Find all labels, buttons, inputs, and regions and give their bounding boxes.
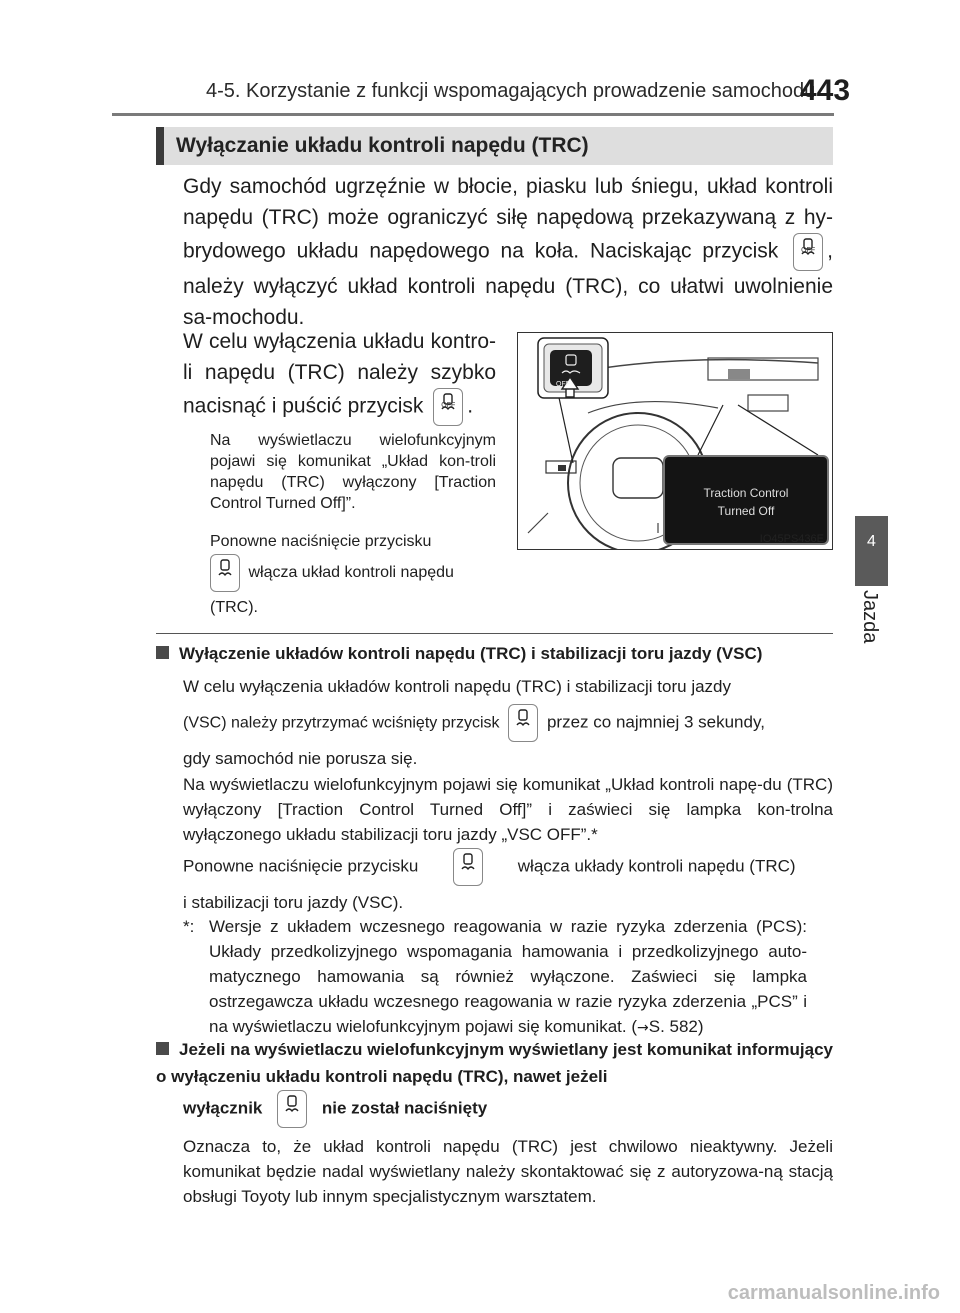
multi-info-display: Traction Control Turned Off [663, 455, 829, 545]
off-label: OFF [441, 402, 456, 409]
vsc-line-3: Ponowne naciśnięcie przycisku włącza ukł… [183, 848, 833, 886]
msg-heading-text: Jeżeli na wyświetlaczu wielofunkcyjnym w… [156, 1040, 833, 1086]
intro-text-3: należy wyłączyć układ kontroli napędu (T… [183, 275, 833, 329]
figure-code: IO45PS436E [759, 533, 824, 545]
footnote-text: Wersje z układem wczesnego reagowania w … [209, 917, 807, 1036]
intro-paragraph: Gdy samochód ugrzęźnie w błocie, piasku … [183, 171, 833, 333]
trc-off-button-icon [277, 1090, 308, 1128]
msg-heading: Jeżeli na wyświetlaczu wielofunkcyjnym w… [156, 1036, 833, 1090]
display-message-paragraph: Na wyświetlaczu wielofunkcyjnym pojawi s… [210, 432, 496, 512]
vsc-text-5: Ponowne naciśnięcie przycisku [183, 856, 419, 876]
section-divider [156, 633, 833, 634]
dashboard-illustration [527, 337, 819, 549]
instruction-paragraph: W celu wyłączenia układu kontro-li napęd… [183, 326, 496, 426]
vsc-text-4: gdy samochód nie porusza się. [183, 749, 418, 768]
dashboard-figure: OFF Traction Control Turned Off IO45PS43… [517, 332, 833, 550]
page-number: 443 [800, 74, 851, 107]
bullet-square-icon [156, 1042, 169, 1055]
vsc-heading: Wyłączenie układów kontroli napędu (TRC)… [156, 640, 833, 667]
intro-text-2: brydowego układu napędowego na koła. Nac… [183, 239, 779, 263]
re-press-text-3: (TRC). [210, 599, 258, 616]
vsc-text-2: (VSC) należy przytrzymać wciśnięty przyc… [183, 714, 500, 732]
instruction-text-1: W celu wyłączenia układu kontro-li napęd… [183, 330, 496, 384]
re-press-text-2: włącza układ kontroli napędu [248, 564, 454, 582]
running-header: 4-5. Korzystanie z funkcji wspomagającyc… [206, 80, 816, 102]
trc-off-button-icon [453, 848, 484, 886]
page-ref-arrow-icon: → [637, 1020, 649, 1036]
vsc-text-6: włącza układy kontroli napędu (TRC) [517, 856, 796, 876]
vsc-paragraph-1: W celu wyłączenia układów kontroli napęd… [183, 670, 833, 776]
msg-heading-text-3: nie został naciśnięty [321, 1098, 488, 1118]
footnote-marker: *: [183, 917, 195, 936]
trc-off-button-icon: OFF [793, 233, 824, 271]
msg-heading-text-2: wyłącznik [183, 1098, 263, 1118]
msg-paragraph: Oznacza to, że układ kontroli napędu (TR… [183, 1137, 833, 1206]
figure-off-label: OFF [556, 381, 570, 388]
header-rule [112, 113, 834, 116]
footnote-ref: S. 582) [648, 1017, 704, 1036]
trc-off-button-icon [508, 704, 539, 742]
display-line-2: Turned Off [717, 504, 775, 518]
chapter-label: Jazda [859, 590, 881, 644]
instruction-text-2: nacisnąć i puścić przycisk [183, 394, 424, 418]
section-title-bar: Wyłączanie układu kontroli napędu (TRC) [156, 127, 833, 165]
trc-off-button-icon: OFF [433, 388, 464, 426]
vsc-text-1: W celu wyłączenia układów kontroli napęd… [183, 677, 732, 696]
msg-heading-line: wyłącznik nie został naciśnięty [183, 1090, 833, 1128]
intro-text-1: Gdy samochód ugrzęźnie w błocie, piasku … [183, 175, 833, 229]
re-press-text-1: Ponowne naciśnięcie przycisku [210, 533, 432, 550]
vsc-paragraph-2: Na wyświetlaczu wielofunkcyjnym pojawi s… [183, 775, 833, 844]
re-press-line-2: włącza układ kontroli napędu [210, 554, 496, 592]
vsc-paragraph-3: Ponowne naciśnięcie przycisku włącza ukł… [183, 848, 833, 920]
vsc-text-3: przez co najmniej 3 sekundy, [546, 712, 765, 732]
chapter-tab: 4 [855, 516, 888, 586]
re-press-paragraph: Ponowne naciśnięcie przycisku włącza ukł… [210, 530, 496, 620]
vsc-text-7: i stabilizacji toru jazdy (VSC). [183, 893, 404, 912]
vsc-line-2: (VSC) należy przytrzymać wciśnięty przyc… [183, 704, 833, 742]
trc-off-button-icon [210, 554, 240, 592]
bullet-square-icon [156, 646, 169, 659]
instruction-period: . [467, 394, 474, 418]
vsc-heading-text: Wyłączenie układów kontroli napędu (TRC)… [179, 644, 763, 663]
section-title: Wyłączanie układu kontroli napędu (TRC) [176, 134, 589, 157]
footnote: *: Wersje z układem wczesnego reagowania… [183, 914, 807, 1041]
section-accent [156, 127, 164, 165]
off-label: OFF [801, 247, 816, 254]
display-line-1: Traction Control [703, 486, 789, 500]
intro-comma: , [827, 239, 833, 263]
watermark: carmanualsonline.info [727, 1282, 940, 1304]
